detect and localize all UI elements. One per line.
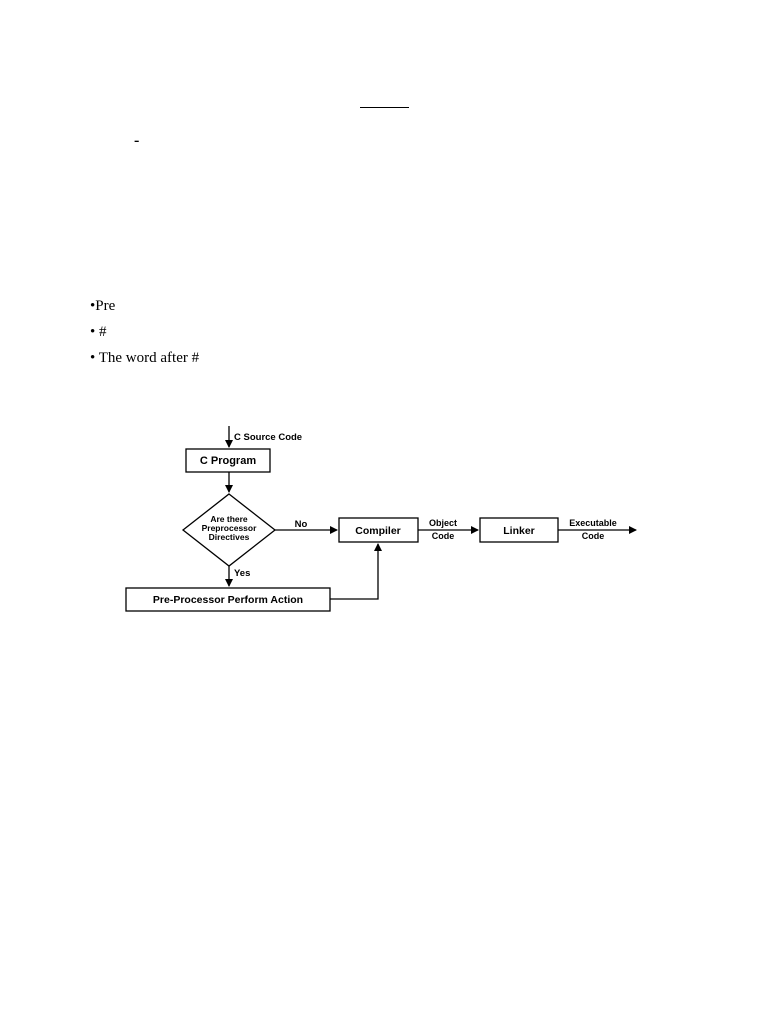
source-code-label: C Source Code: [234, 432, 302, 443]
c-program-box: [185, 448, 271, 473]
title-underline: [360, 107, 409, 108]
object-code-line-1: Object: [429, 518, 457, 528]
decision-line-3: Directives: [209, 532, 250, 542]
no-label: No: [295, 519, 308, 530]
yes-label: Yes: [234, 568, 250, 579]
preprocessor-label: Pre-Processor Perform Action: [153, 594, 303, 606]
decision-line-1: Are there: [210, 514, 248, 524]
compiler-label: Compiler: [355, 525, 401, 537]
dash-mark: -: [134, 132, 140, 149]
object-code-line-2: Code: [432, 531, 455, 541]
bullet-hash: • #: [90, 324, 107, 340]
bullet-pre: •Pre: [90, 298, 116, 314]
compiler-box: [338, 517, 419, 543]
bullet-word-after-hash: • The word after #: [90, 350, 200, 366]
executable-code-line-1: Executable: [569, 518, 617, 528]
linker-label: Linker: [503, 525, 535, 537]
executable-code-line-2: Code: [582, 531, 605, 541]
decision-line-2: Preprocessor: [202, 523, 257, 533]
preprocessor-to-compiler-arrow: [330, 543, 382, 600]
c-program-label: C Program: [200, 455, 256, 467]
linker-box: [479, 517, 559, 543]
